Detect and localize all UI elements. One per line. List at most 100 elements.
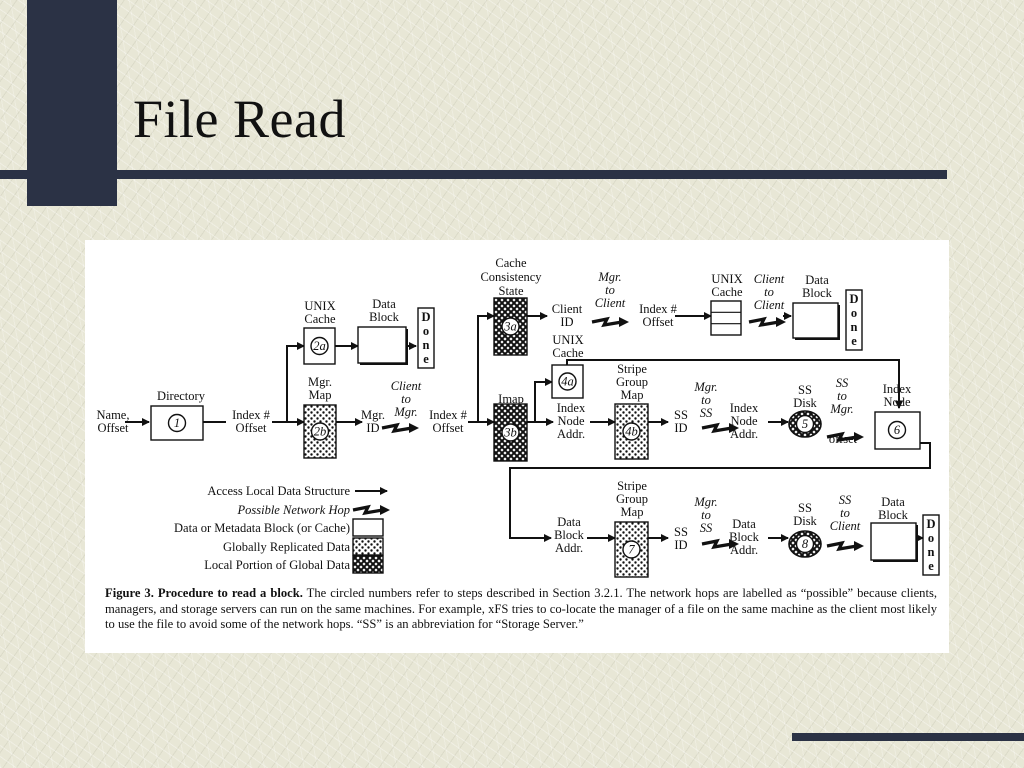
ss-disk-2-step-number-line: 8 xyxy=(802,537,809,551)
hop-mgr-to-ss-2-label-line: to xyxy=(701,508,711,522)
done-right-box-letter: e xyxy=(851,334,857,348)
stripe-group-map-2-label-line: Map xyxy=(621,505,644,519)
hop-ss-to-mgr xyxy=(826,431,858,443)
done-final-box-letter: D xyxy=(926,517,935,531)
stripe-group-map-2-label-line: Group xyxy=(616,492,648,506)
unix-cache-top-box-step-circle xyxy=(310,336,329,356)
start-name-offset-line: Name, xyxy=(97,408,130,422)
hop-ss-to-mgr-label-line: to xyxy=(837,389,847,403)
hop-client-to-client-head xyxy=(776,317,786,327)
ss-disk-1-label-line: SS xyxy=(798,383,812,397)
hop-mgr-to-ss-2-label-line: SS xyxy=(700,521,713,535)
unix-cache-top-label-line: Cache xyxy=(304,312,336,326)
bottom-rule xyxy=(792,733,1024,741)
index-node-addr-1-label-line: Addr. xyxy=(557,427,585,441)
hop-client-to-client-label-line: Client xyxy=(754,272,785,286)
unix-cache-mid-label-line: UNIX xyxy=(552,333,583,347)
hop-mgr-to-ss-1-label-line: to xyxy=(701,393,711,407)
done-final-box-letter-line: e xyxy=(928,559,934,573)
unix-cache-mid-label-line: Cache xyxy=(552,346,584,360)
legend-network-hop: Possible Network Hop xyxy=(237,503,351,517)
figure-caption: Figure 3. Procedure to read a block. The… xyxy=(105,586,937,633)
hop-mgr-to-ss-2-head xyxy=(729,539,739,549)
index-offset-1-label-line: Index # xyxy=(232,408,271,422)
done-top-box-letter: D xyxy=(421,310,430,324)
data-block-addr-2-label-line: Block xyxy=(729,530,760,544)
mgr-map-box-step-circle xyxy=(310,422,330,441)
directory-box-step-number: 1 xyxy=(174,416,180,430)
ss-disk-2-step-circle xyxy=(795,534,815,554)
data-block-addr-1-label-line: Data xyxy=(557,515,581,529)
hop-client-to-mgr-label-line: Mgr. xyxy=(393,405,417,419)
index-node-label-line: Index xyxy=(883,382,912,396)
legend-hop-icon-head xyxy=(380,505,390,515)
client-id-label-line: ID xyxy=(560,315,573,329)
stripe-group-map-1-label-line: Map xyxy=(621,388,644,402)
hop-client-to-client-label-line: Client xyxy=(754,298,785,312)
done-final-box-letter-line: D xyxy=(926,517,935,531)
data-block-final-label-line: Block xyxy=(878,508,909,522)
hop-mgr-to-client-label-line: Mgr. xyxy=(597,270,621,284)
arrow-index-to-unix-cache xyxy=(272,342,305,423)
legend-local-icon xyxy=(352,555,384,574)
done-right-box-letter-line: e xyxy=(851,334,857,348)
imap-label: Imap xyxy=(498,392,524,406)
ss-id-2-label-line: ID xyxy=(674,538,687,552)
hop-client-to-mgr-head xyxy=(409,423,419,433)
stripe-group-map-2-box-step-number: 7 xyxy=(628,543,635,557)
done-final-box-letter-line: o xyxy=(928,531,934,545)
done-final-box xyxy=(922,514,940,576)
index-node-addr-1-label-line: Node xyxy=(557,414,585,428)
stripe-group-map-1-box-step-number: 4b xyxy=(625,425,638,439)
index-offset-3-label: Index #Offset xyxy=(639,302,678,329)
data-block-top-box xyxy=(357,326,407,364)
hop-ss-to-client-label-line: to xyxy=(840,506,850,520)
done-top-box-letter: e xyxy=(423,352,429,366)
data-block-right-box xyxy=(792,302,839,339)
legend-network-hop-line: Possible Network Hop xyxy=(237,503,351,517)
hop-ss-to-mgr-label-line: SS xyxy=(836,376,849,390)
data-block-addr-1-label-line: Block xyxy=(554,528,585,542)
arrow-index-node-to-data-block-addr xyxy=(509,442,931,542)
hop-ss-to-client xyxy=(826,540,858,552)
index-offset-3-label-line: Offset xyxy=(642,315,674,329)
index-offset-1-label: Index #Offset xyxy=(232,408,271,435)
index-node-addr-1-label-line: Index xyxy=(557,401,586,415)
ss-disk-1-step-number: 5 xyxy=(802,417,808,431)
done-right-box-letter: n xyxy=(851,320,858,334)
cache-consistency-label-line: Consistency xyxy=(480,270,542,284)
legend-global-icon xyxy=(352,537,384,556)
hop-mgr-to-client-label-line: to xyxy=(605,283,615,297)
ss-disk-2-step-number: 8 xyxy=(802,537,809,551)
unix-cache-right-label-line: Cache xyxy=(711,285,743,299)
hop-client-to-client-label-line: to xyxy=(764,285,774,299)
index-node-addr-2-label-line: Index xyxy=(730,401,759,415)
done-top-box-letter-line: n xyxy=(423,338,430,352)
unix-cache-mid-box xyxy=(551,364,584,399)
directory-box-step-number-line: 1 xyxy=(174,416,180,430)
ss-id-2-label-line: SS xyxy=(674,525,688,539)
done-right-box-letter: D xyxy=(849,292,858,306)
ss-id-1-label-line: SS xyxy=(674,408,688,422)
ss-disk-1-step-number-line: 5 xyxy=(802,417,808,431)
index-node-addr-2-label-line: Addr. xyxy=(730,427,758,441)
done-final-box-letter: n xyxy=(928,545,935,559)
stripe-group-map-2-label-line: Stripe xyxy=(617,479,647,493)
index-offset-2-label-line: Offset xyxy=(432,421,464,435)
hop-mgr-to-ss-1 xyxy=(701,422,733,434)
done-right-box xyxy=(845,289,863,351)
legend-hop-icon xyxy=(352,504,384,516)
unix-cache-top-box-step-number-line: 2a xyxy=(313,339,326,353)
